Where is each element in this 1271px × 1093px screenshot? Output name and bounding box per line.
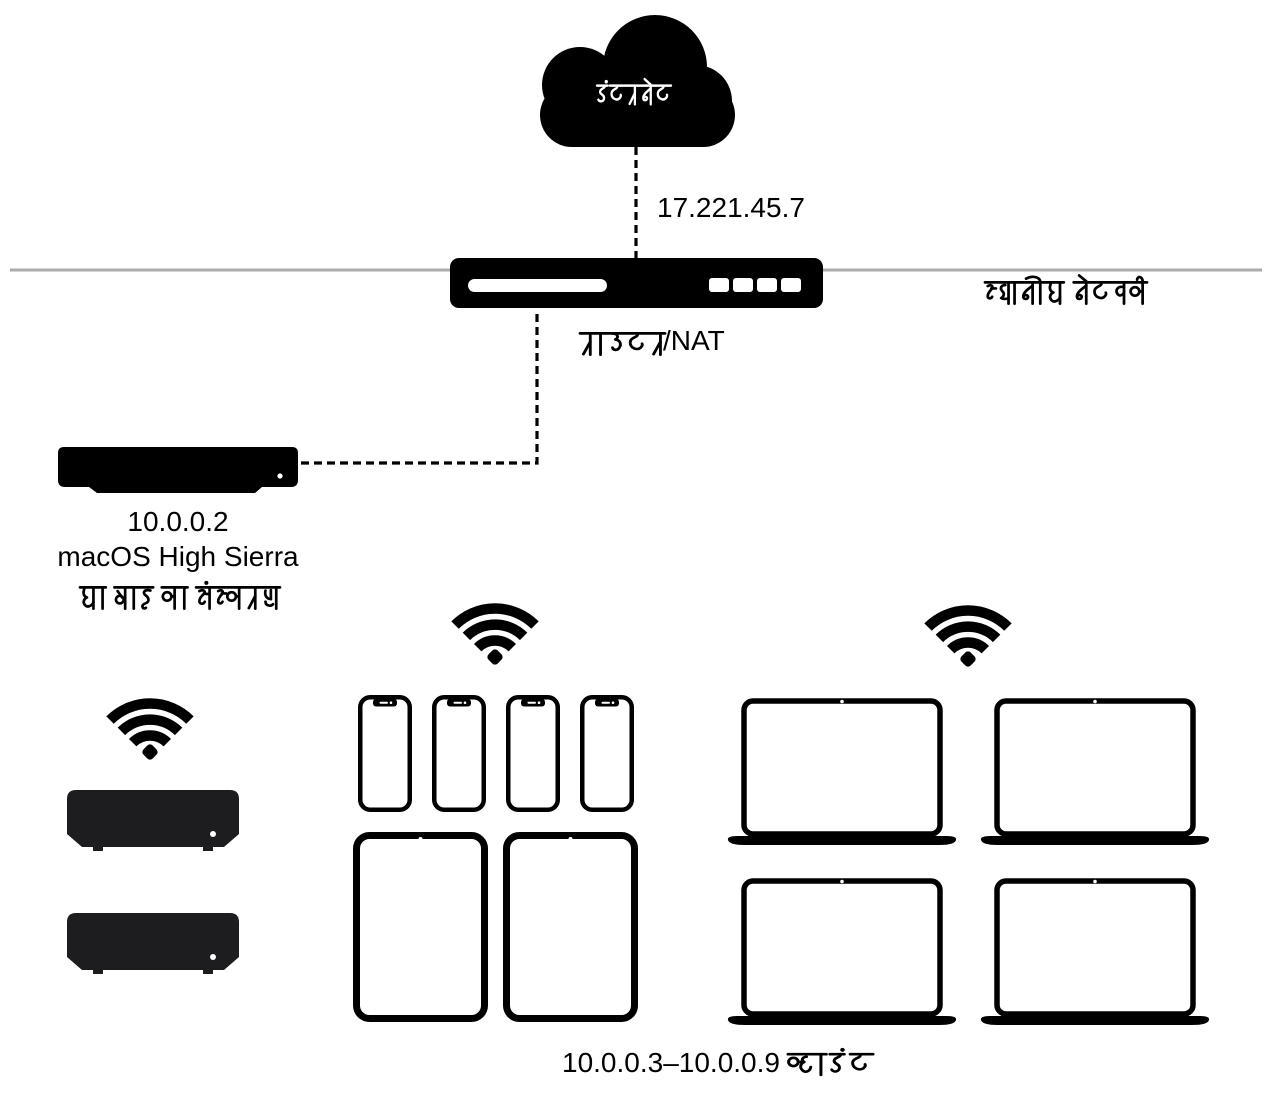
iphone-icon — [358, 695, 412, 812]
server-os: macOS High Sierra — [57, 541, 299, 572]
laptop-icon — [727, 876, 957, 1026]
internet-label-art — [595, 77, 673, 106]
wan-ip-label: 17.221.45.7 — [657, 192, 805, 223]
ipad-icon — [503, 832, 638, 1022]
iphone-icon — [580, 695, 634, 812]
wifi-icon — [928, 605, 1008, 668]
internet-cloud-icon: इंटरनेट — [540, 15, 735, 147]
server-os-note: या बाद का संस्करण — [78, 580, 282, 615]
server-ip: 10.0.0.2 — [127, 506, 229, 537]
laptop-icon — [980, 696, 1210, 846]
server-router-link — [301, 311, 539, 465]
laptop-icon — [727, 696, 957, 846]
wifi-icon — [110, 698, 190, 761]
mac-mini-client-icon — [67, 790, 239, 852]
iphone-icon — [506, 695, 560, 812]
mac-mini-server-icon — [58, 447, 298, 493]
clients-word-art — [786, 1047, 875, 1077]
local-network-label-art — [983, 274, 1149, 305]
iphone-icon — [432, 695, 486, 812]
wifi-icon — [455, 603, 535, 666]
clients-caption: 10.0.0.3–10.0.0.9 क्लाइंट 10.0.0.3–10.0.… — [540, 1040, 900, 1080]
clients-range: 10.0.0.3–10.0.0.9 — [562, 1047, 780, 1078]
laptop-icon — [980, 876, 1210, 1026]
router-label-deva-art — [578, 332, 667, 356]
mac-mini-client-icon — [67, 913, 239, 975]
ipad-icon — [353, 832, 488, 1022]
router-label: राउटर/NAT /NAT — [578, 325, 725, 361]
server-os-note-art — [78, 580, 282, 610]
local-network-label: स्थानीय नेटवर्क — [983, 274, 1149, 310]
router-icon — [450, 258, 823, 308]
router-label-latin: /NAT — [663, 325, 725, 356]
